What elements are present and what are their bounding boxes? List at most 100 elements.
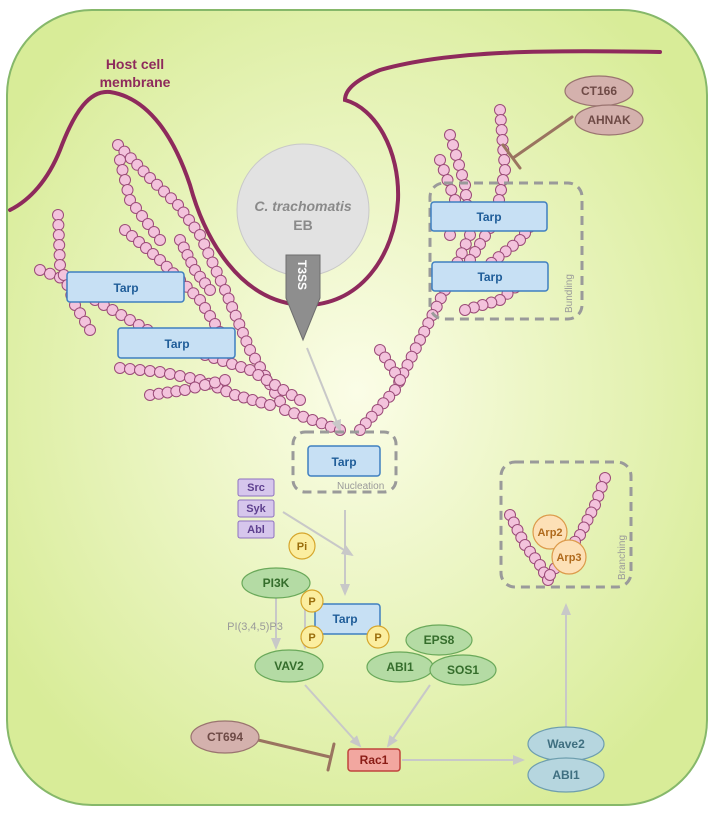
actin-bead	[394, 374, 406, 386]
tarp-nucleation: Tarp	[307, 445, 381, 477]
ahnak-label: AHNAK	[587, 113, 631, 127]
actin-bead	[124, 194, 136, 206]
actin-bead	[44, 267, 56, 280]
actin-bead	[437, 164, 450, 176]
actin-bead	[179, 384, 191, 396]
actin-bead	[450, 149, 462, 161]
eb-label-line2: EB	[293, 217, 312, 233]
arp-complex: Arp2 Arp3	[532, 514, 587, 575]
phospho-left-label: P	[308, 632, 315, 644]
tarp-left-lower: Tarp	[117, 327, 236, 359]
actin-bead	[264, 399, 276, 411]
tarp-signaling: Tarp	[314, 603, 381, 635]
phospho-right: P	[366, 625, 390, 649]
arrow-abi1-to-rac1	[386, 684, 431, 748]
eps8-label: EPS8	[424, 633, 455, 647]
wave-complex: Wave2 ABI1	[527, 726, 605, 793]
host-cell-membrane	[8, 49, 662, 308]
pi3k-label: PI3K	[263, 576, 290, 590]
actin-bead	[84, 324, 96, 336]
ct694-label: CT694	[207, 730, 243, 744]
actin-bead	[456, 169, 468, 181]
tarp-left-lower-label: Tarp	[164, 337, 189, 351]
phospho-right-label: P	[374, 632, 381, 644]
inhibit-bar-top	[501, 143, 522, 170]
wave-abi1-label: ABI1	[552, 768, 580, 782]
ahnak-node: AHNAK	[574, 104, 644, 136]
phosphates: Pi P P P	[288, 532, 390, 649]
actin-bead	[124, 363, 136, 375]
arp3-node: Arp3	[551, 539, 587, 575]
src-label: Src	[247, 482, 265, 494]
membrane-label-line2: membrane	[100, 74, 171, 90]
actin-bead	[459, 304, 471, 316]
actin-bead	[354, 424, 366, 436]
actin-bead	[116, 164, 129, 176]
actin-bead	[499, 164, 511, 176]
kinases: Src Syk Abl	[237, 478, 275, 539]
arrows	[271, 347, 571, 765]
eb-label-line1: C. trachomatis	[254, 198, 351, 214]
t3ss-label: T3SS	[295, 260, 309, 290]
pi-node: Pi	[288, 532, 316, 560]
bundling-box	[428, 181, 584, 321]
tarp-bundling-lower: Tarp	[431, 261, 549, 292]
actin-bead	[52, 209, 64, 221]
actin-bead	[136, 210, 148, 222]
actin-bead	[494, 104, 506, 116]
actin-bead	[459, 179, 471, 191]
branching-box	[499, 460, 633, 589]
syk-kinase: Syk	[237, 499, 275, 518]
nucleation-label: Nucleation	[337, 481, 384, 492]
actin-bead	[445, 184, 458, 196]
abi1-label: ABI1	[386, 660, 414, 674]
wave2-label: Wave2	[547, 737, 585, 751]
arp2-node: Arp2	[532, 514, 568, 550]
bundling-label: Bundling	[564, 274, 575, 313]
inhibit-bar-bottom	[326, 742, 336, 772]
arp2-label: Arp2	[537, 527, 562, 539]
tarp-bundling-lower-label: Tarp	[477, 270, 502, 284]
inhibit-ct166-ahnak	[511, 115, 574, 160]
actin-bead	[209, 376, 221, 389]
actin-bead	[142, 218, 154, 230]
tarp-left-upper: Tarp	[66, 271, 185, 303]
actin-bead	[498, 154, 511, 166]
dashed-boxes	[291, 181, 633, 589]
vav2-node: VAV2	[254, 649, 324, 683]
actin-bead	[53, 239, 66, 251]
inhibition-arrows	[256, 115, 574, 772]
rac1-label: Rac1	[360, 753, 389, 767]
signaling-proteins: PI3K PI(3,4,5)P3 VAV2 ABI1 EPS8 SOS1	[227, 567, 497, 686]
actin-bead	[119, 174, 131, 186]
actin-bead	[52, 219, 65, 231]
abl-label: Abl	[247, 524, 265, 536]
tarp-bundling-upper-label: Tarp	[476, 210, 501, 224]
actin-bead	[174, 370, 186, 382]
inhibit-ct694-rac1	[256, 738, 332, 759]
tarp-signaling-label: Tarp	[332, 612, 357, 626]
wave-abi1-node: ABI1	[527, 757, 605, 793]
actin-bead	[144, 365, 156, 377]
actin-bead	[54, 259, 66, 271]
actin-bead	[453, 159, 465, 171]
actin-bead	[444, 129, 456, 141]
actin-bead	[164, 368, 176, 380]
pip3-label: PI(3,4,5)P3	[227, 621, 283, 633]
arrow-t3ss-to-tarp	[306, 347, 341, 432]
phospho-top: P	[300, 589, 324, 613]
actin-bead	[495, 124, 508, 136]
pi3k-node: PI3K	[241, 567, 311, 599]
arrow-vav2-to-rac1	[304, 684, 362, 748]
actin-bead	[134, 364, 146, 376]
phospho-top-label: P	[308, 596, 315, 608]
actin-bead	[154, 366, 166, 378]
actin-bead	[199, 379, 211, 391]
phospho-left: P	[300, 625, 324, 649]
arp3-label: Arp3	[556, 552, 581, 564]
branching-label: Branching	[617, 535, 628, 580]
tarp-left-upper-label: Tarp	[113, 281, 138, 295]
pi-label: Pi	[297, 541, 307, 553]
effectors: CT166 AHNAK CT694	[190, 75, 644, 754]
